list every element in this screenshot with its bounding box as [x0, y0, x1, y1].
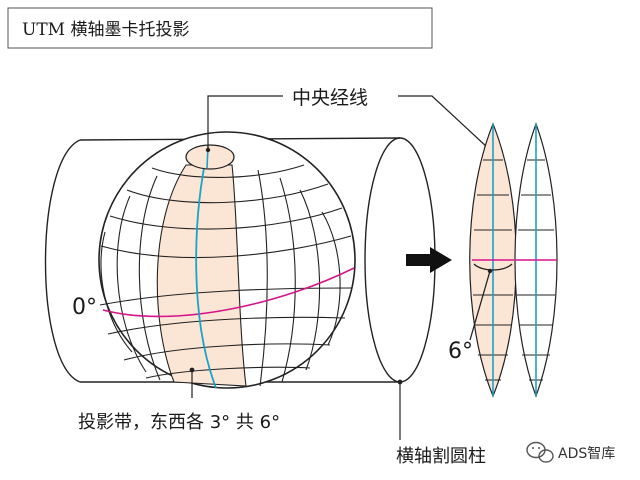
equator-line	[102, 267, 355, 318]
projected-zone-left	[469, 122, 517, 398]
watermark-text: ADS智库	[558, 446, 615, 462]
parallels	[99, 164, 353, 379]
wechat-icon	[526, 441, 554, 463]
zone-width-indicator	[469, 263, 513, 341]
label-cylinder: 横轴割圆柱	[396, 446, 486, 467]
label-zone-width: 6°	[448, 339, 473, 364]
projected-zones	[469, 122, 558, 398]
label-zone-description: 投影带，东西各 3° 共 6°	[78, 412, 280, 433]
diagram-title: UTM 横轴墨卡托投影	[22, 20, 189, 40]
polar-cap	[185, 144, 235, 170]
title-box	[7, 7, 433, 49]
central-meridian-leader	[207, 95, 489, 150]
label-equator: 0°	[72, 295, 97, 320]
cylinder-left-cap	[44, 139, 81, 383]
central-meridian-line	[195, 147, 217, 389]
projected-zone-right	[514, 122, 558, 398]
label-central-meridian: 中央经线	[292, 87, 368, 109]
arrow-icon	[406, 247, 452, 273]
watermark: ADS智库	[526, 441, 615, 463]
projection-zone	[156, 164, 247, 387]
globe	[98, 131, 356, 389]
meridians	[100, 169, 341, 387]
